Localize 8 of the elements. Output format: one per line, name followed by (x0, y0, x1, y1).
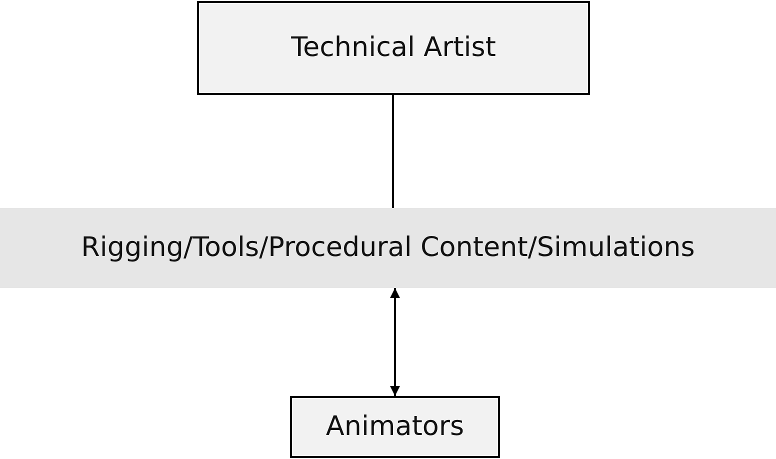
double-arrow (390, 288, 400, 396)
role-box (197, 1, 590, 95)
node-label: Technical Artist (291, 30, 496, 65)
connector-line (392, 95, 394, 208)
node-label: Animators (326, 410, 464, 444)
role-box (290, 396, 500, 458)
node-label: Rigging/Tools/Procedural Content/Simulations (81, 230, 695, 265)
activity-band (0, 208, 776, 288)
